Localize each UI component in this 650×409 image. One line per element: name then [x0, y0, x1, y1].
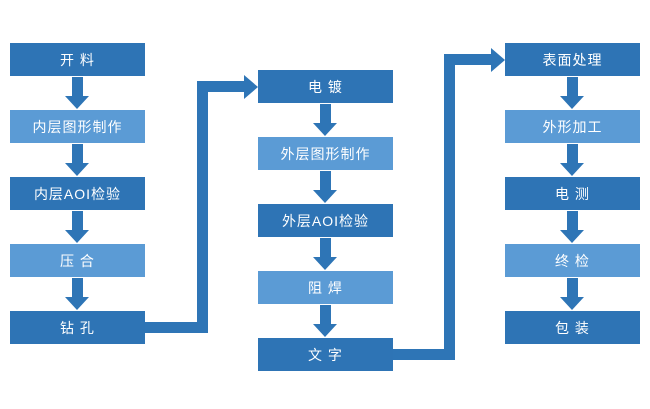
flow-step-label: 内层AOI检验 [33, 185, 122, 202]
down-arrow-icon [65, 211, 89, 243]
flow-step-label: 外形加工 [542, 118, 603, 135]
flow-step-electrical-test: 电 测 [505, 177, 640, 210]
connector-segment [444, 54, 455, 360]
flow-step-label: 文 字 [308, 346, 343, 363]
right-arrowhead-icon [244, 75, 258, 99]
flow-step-label: 包 装 [555, 319, 590, 336]
flow-step-packaging: 包 装 [505, 311, 640, 344]
down-arrow-icon [560, 211, 584, 243]
flow-step-inner-aoi: 内层AOI检验 [10, 177, 145, 210]
flow-step-final-inspection: 终 检 [505, 244, 640, 277]
down-arrow-icon [560, 77, 584, 109]
down-arrow-icon [65, 278, 89, 310]
down-arrow-icon [65, 77, 89, 109]
flow-step-outer-layer-imaging: 外层图形制作 [258, 137, 393, 170]
down-arrow-icon [560, 278, 584, 310]
flow-step-label: 电 测 [555, 185, 590, 202]
flow-step-label: 终 检 [555, 252, 590, 269]
down-arrow-icon [313, 171, 337, 203]
connector-segment [197, 81, 208, 333]
flow-step-lamination: 压 合 [10, 244, 145, 277]
flow-step-solder-mask: 阻 焊 [258, 271, 393, 304]
down-arrow-icon [313, 238, 337, 270]
flow-step-cutting: 开 料 [10, 43, 145, 76]
flow-step-outer-aoi: 外层AOI检验 [258, 204, 393, 237]
right-arrowhead-icon [491, 48, 505, 72]
connector-segment [197, 81, 244, 92]
flow-step-label: 外层图形制作 [280, 145, 371, 162]
flow-step-surface-finish: 表面处理 [505, 43, 640, 76]
down-arrow-icon [560, 144, 584, 176]
flow-step-label: 压 合 [60, 252, 95, 269]
flow-step-label: 阻 焊 [308, 279, 343, 296]
flow-step-label: 开 料 [60, 51, 95, 68]
down-arrow-icon [65, 144, 89, 176]
flow-step-inner-layer-imaging: 内层图形制作 [10, 110, 145, 143]
flow-step-label: 钻 孔 [60, 319, 95, 336]
down-arrow-icon [313, 305, 337, 337]
flow-step-label: 内层图形制作 [32, 118, 123, 135]
flow-step-drilling: 钻 孔 [10, 311, 145, 344]
flow-step-label: 外层AOI检验 [281, 212, 370, 229]
flow-step-plating: 电 镀 [258, 70, 393, 103]
connector-segment [393, 349, 455, 360]
flow-step-label: 表面处理 [542, 51, 603, 68]
flow-step-label: 电 镀 [308, 78, 343, 95]
down-arrow-icon [313, 104, 337, 136]
flow-step-legend-print: 文 字 [258, 338, 393, 371]
flow-step-profiling: 外形加工 [505, 110, 640, 143]
connector-segment [145, 322, 208, 333]
connector-segment [444, 54, 491, 65]
